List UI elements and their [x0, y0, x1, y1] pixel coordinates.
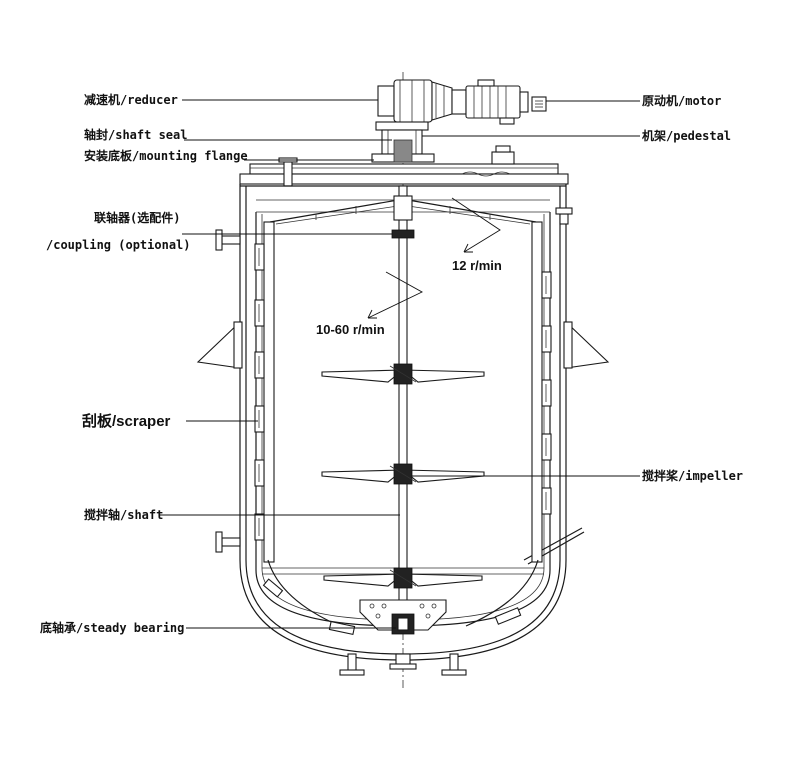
motor — [451, 79, 547, 125]
label-speed-outer: 12 r/min — [452, 258, 502, 273]
label-reducer: 减速机/reducer — [84, 92, 178, 107]
label-steady-bearing: 底轴承/steady bearing — [40, 620, 184, 635]
support-lug-left — [196, 320, 243, 369]
label-scraper: 刮板/scraper — [82, 412, 171, 430]
label-motor: 原动机/motor — [642, 93, 721, 108]
label-impeller: 搅拌桨/impeller — [642, 468, 743, 483]
label-shaft-seal: 轴封/shaft seal — [84, 127, 187, 142]
label-pedestal: 机架/pedestal — [642, 128, 731, 143]
rotation-arrow-outer — [451, 197, 501, 253]
shaft-seal — [371, 139, 435, 163]
coupling — [391, 229, 415, 239]
impeller-bottom — [323, 567, 483, 589]
label-coupling-cn: 联轴器(选配件) — [94, 210, 180, 225]
impeller-top — [321, 363, 485, 385]
bottom-nozzles — [339, 653, 467, 676]
steady-bearing — [359, 599, 447, 635]
label-speed-inner: 10-60 r/min — [316, 322, 385, 337]
scraper-blades-right — [541, 271, 552, 515]
label-shaft: 搅拌轴/shaft — [84, 507, 163, 522]
rotation-arrow-inner — [367, 271, 423, 319]
scraper-blades-left — [254, 243, 265, 541]
support-lug-right — [563, 320, 610, 369]
reducer — [377, 79, 453, 123]
impeller-middle — [321, 463, 485, 485]
label-mounting-flange: 安装底板/mounting flange — [84, 148, 248, 163]
agitator-shaft — [393, 185, 413, 617]
label-coupling-en: /coupling (optional) — [46, 238, 191, 252]
